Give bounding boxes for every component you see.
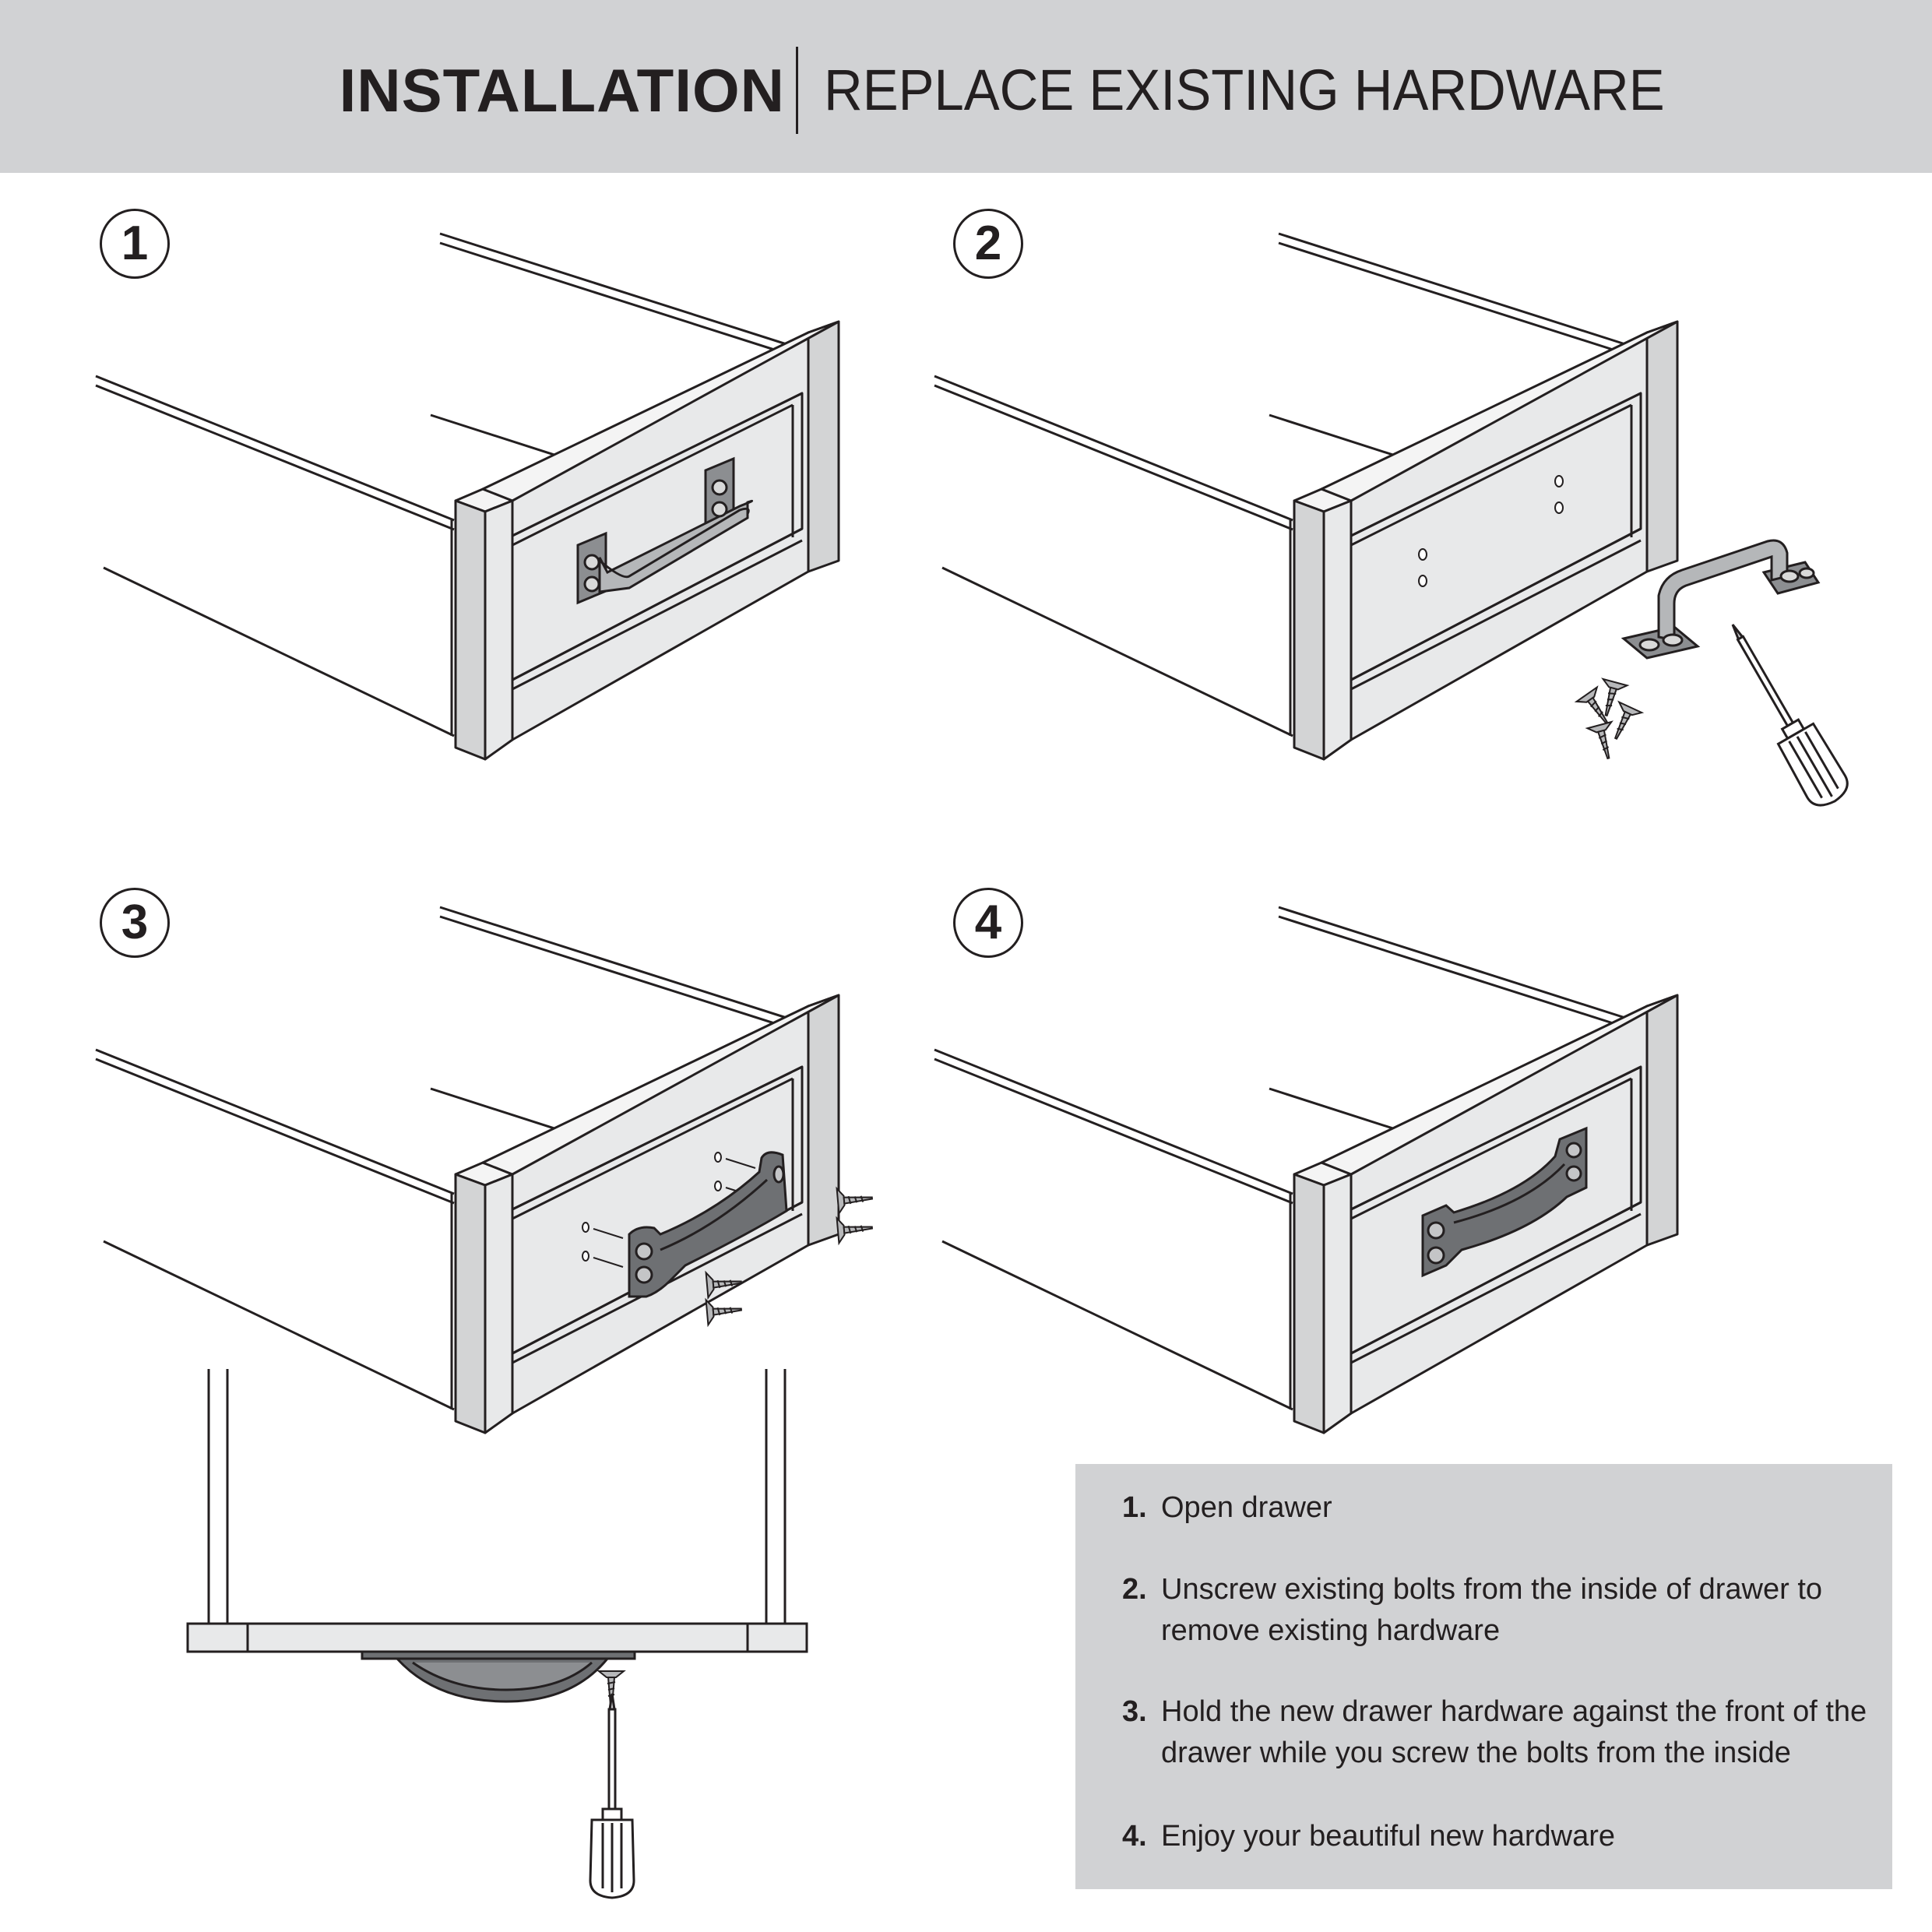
screw-icon [836, 1184, 875, 1215]
instruction-text: Unscrew existing bolts from the inside o… [1161, 1573, 1823, 1647]
title-subtitle: REPLACE EXISTING HARDWARE [824, 58, 1665, 122]
instruction-item-2: 2. Unscrew existing bolts from the insid… [1122, 1569, 1870, 1652]
instruction-text: Enjoy your beautiful new hardware [1161, 1820, 1616, 1853]
instruction-text: Hold the new drawer hardware against the… [1161, 1695, 1867, 1769]
drawer-step-2 [933, 232, 1679, 761]
instruction-item-3: 3. Hold the new drawer hardware against … [1122, 1691, 1870, 1774]
step-badge-1: 1 [100, 209, 170, 279]
header-bar: INSTALLATION REPLACE EXISTING HARDWARE [0, 0, 1932, 173]
screwdriver-icon [589, 1692, 635, 1899]
instruction-number: 2. [1122, 1573, 1147, 1606]
step-badge-4: 4 [953, 888, 1023, 958]
instruction-number: 3. [1122, 1695, 1147, 1728]
instruction-number: 1. [1122, 1491, 1147, 1524]
instructions-panel: 1. Open drawer 2. Unscrew existing bolts… [1075, 1464, 1892, 1889]
drawer-step-4 [933, 906, 1679, 1434]
loose-screws [1575, 677, 1643, 762]
drawer-step-1 [94, 232, 840, 761]
instruction-number: 4. [1122, 1820, 1147, 1853]
instruction-item-1: 1. Open drawer [1122, 1487, 1870, 1529]
removed-handle [1621, 539, 1821, 660]
step-badge-2: 2 [953, 209, 1023, 279]
instruction-text: Open drawer [1161, 1491, 1332, 1524]
drawer-step-3 [94, 906, 875, 1434]
title-installation: INSTALLATION [339, 56, 785, 125]
step-badge-3: 3 [100, 888, 170, 958]
screwdriver-icon [1712, 612, 1855, 814]
screw-icon [836, 1214, 875, 1244]
instruction-item-4: 4. Enjoy your beautiful new hardware [1122, 1816, 1870, 1857]
screw-icon [1586, 720, 1621, 762]
title-divider [796, 47, 798, 134]
top-view-diagram [186, 1369, 808, 1707]
